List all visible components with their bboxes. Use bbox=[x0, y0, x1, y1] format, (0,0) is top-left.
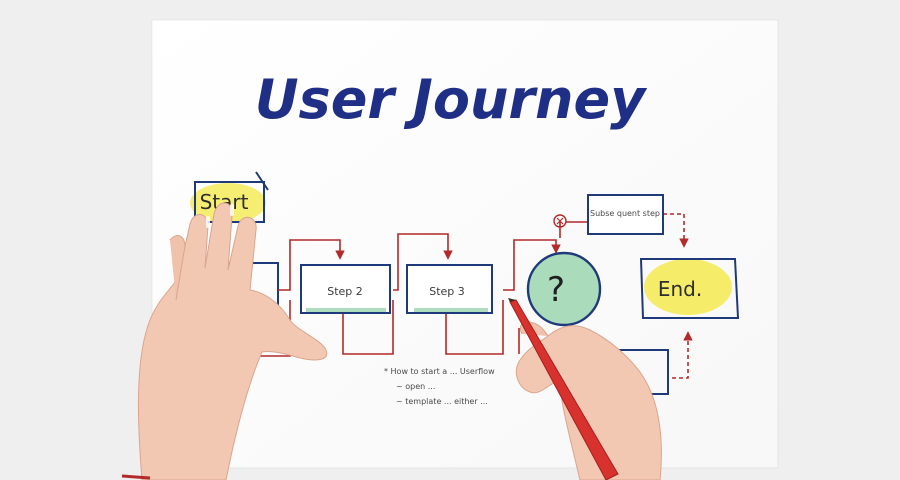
end-box bbox=[639, 258, 740, 319]
decision-label: ? bbox=[547, 270, 565, 310]
step2-label: Step 2 bbox=[327, 285, 363, 298]
red-pencil bbox=[508, 298, 619, 480]
step3-node: Step 3 bbox=[406, 264, 493, 314]
step2-box bbox=[300, 264, 391, 314]
decision-node: ? bbox=[526, 251, 602, 327]
start-box bbox=[194, 181, 265, 223]
subsequent-step-node: Subse quent step bbox=[587, 194, 664, 235]
end-label: End. bbox=[658, 277, 702, 301]
page-title: User Journey bbox=[255, 68, 648, 131]
end-highlight bbox=[644, 259, 732, 315]
start-highlight bbox=[190, 183, 266, 223]
left-hand-illustration bbox=[121, 202, 328, 480]
decision-outline bbox=[526, 251, 602, 327]
step3-label: Step 3 bbox=[429, 285, 465, 298]
note-line-3: ~ template ... either ... bbox=[396, 397, 488, 406]
paper-sheet bbox=[151, 19, 779, 469]
subsequent-step-label: Subse quent step bbox=[590, 209, 660, 218]
end-node: End. bbox=[639, 258, 740, 319]
decision-fill bbox=[529, 254, 599, 324]
note-line-1: * How to start a ... Userflow bbox=[384, 367, 495, 376]
handwritten-notes: * How to start a ... Userflow ~ open ...… bbox=[384, 367, 495, 406]
step3-box bbox=[406, 264, 493, 314]
start-node: Start bbox=[190, 171, 269, 223]
step2-node: Step 2 bbox=[300, 264, 391, 314]
no-marker bbox=[553, 214, 567, 228]
flow-connectors bbox=[255, 213, 693, 379]
subsequent-step-box bbox=[587, 194, 664, 235]
note-line-2: ~ open ... bbox=[396, 382, 435, 391]
